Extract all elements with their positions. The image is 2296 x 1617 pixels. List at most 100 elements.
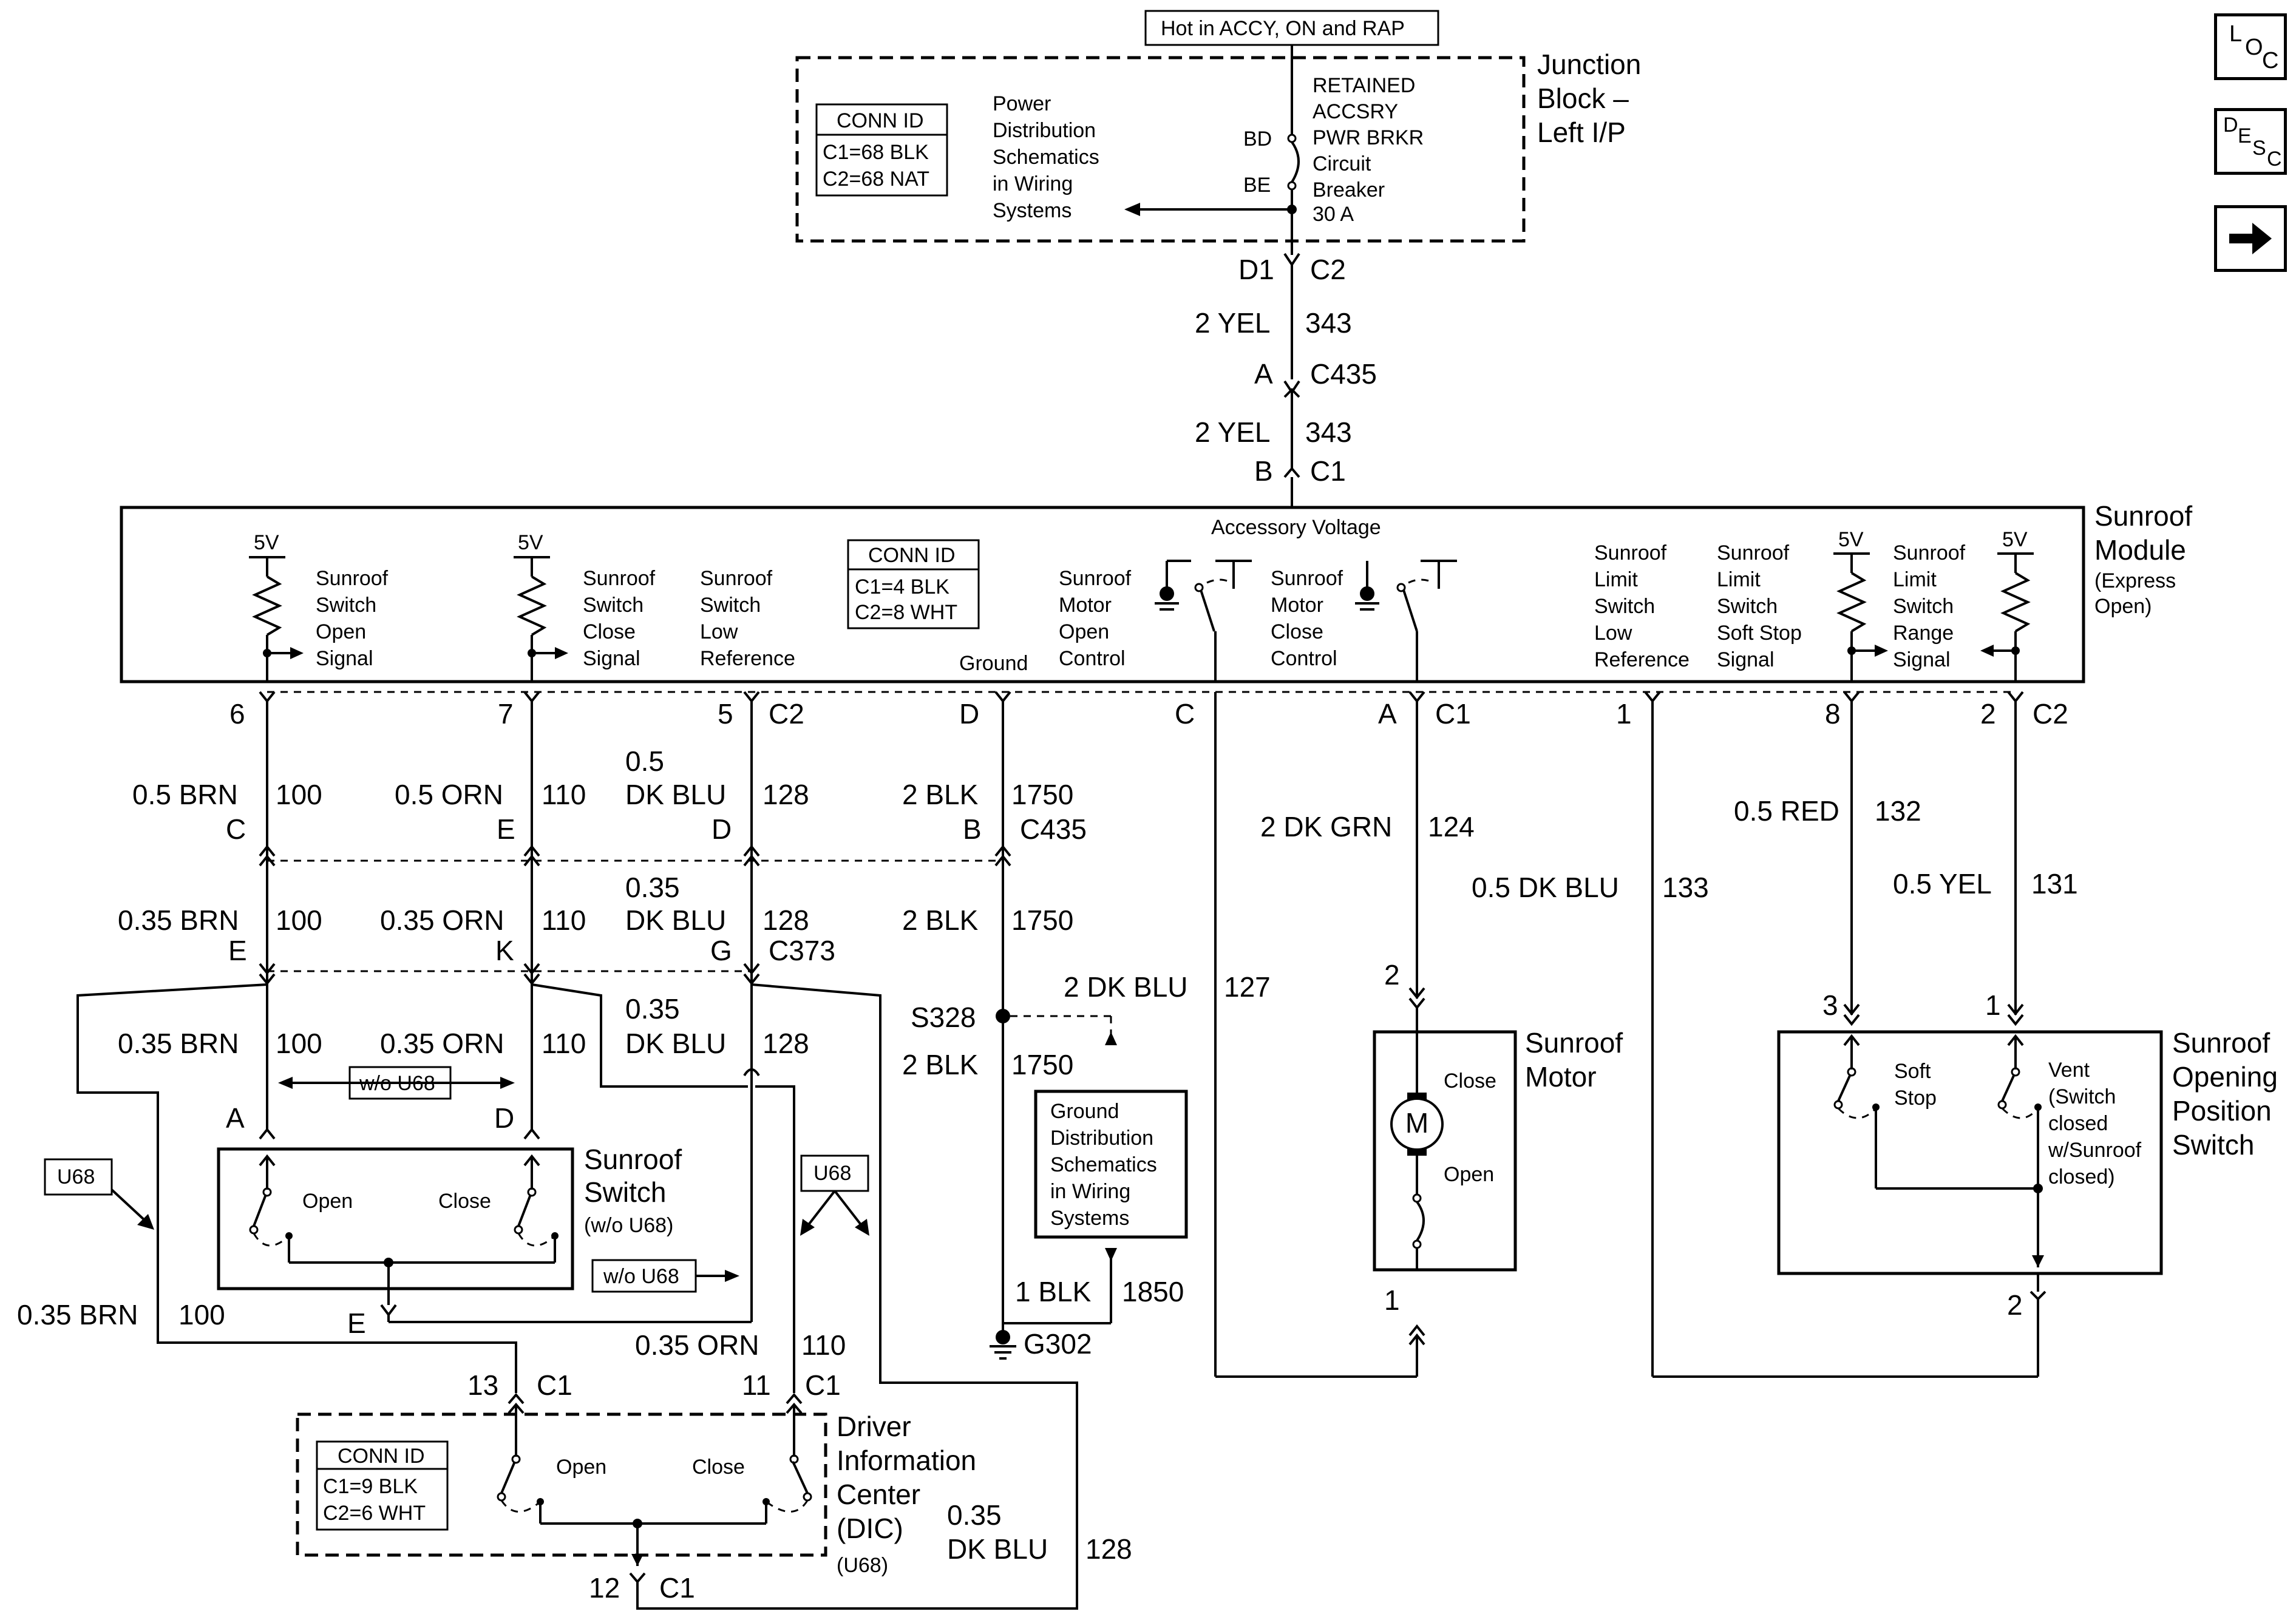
wire-label-131: 131 — [2031, 868, 2078, 900]
ground-g302-icon — [996, 1330, 1010, 1344]
pos-title-4: Switch — [2172, 1129, 2254, 1161]
signal-arrow-icon — [1875, 645, 1888, 657]
sunroof-module: Sunroof Module (Express Open) Accessory … — [120, 500, 2192, 683]
open-signal-4: Signal — [316, 647, 373, 670]
resistor-icon — [1836, 572, 1867, 632]
sunroof-motor-outline — [1373, 1030, 1517, 1272]
wire-label-128: 128 — [763, 779, 809, 810]
motor-close-2: Motor — [1271, 594, 1323, 617]
module-conn-id-c1: C1=4 BLK — [855, 575, 949, 598]
junction-title-2: Block – — [1537, 83, 1629, 114]
badge-arrow-icon — [855, 1219, 869, 1236]
ground-label: Ground — [959, 652, 1028, 675]
dic-conn-id-box — [316, 1440, 449, 1531]
module-title-1: Sunroof — [2094, 500, 2192, 532]
pin-be: BE — [1243, 174, 1271, 197]
conn-label-d2: D — [494, 1102, 514, 1134]
badge-wo-u68-a-text: w/o U68 — [359, 1072, 435, 1095]
badges: w/o U68 w/o U68 U68 U68 — [44, 1066, 869, 1293]
wire-label-red05: 0.5 RED — [1734, 795, 1839, 827]
wire-label-128-c: 128 — [763, 1028, 809, 1059]
junction-conn-id-c1: C1=68 BLK — [823, 141, 929, 164]
conn-c1-a: C1 — [1435, 698, 1471, 730]
next-button[interactable] — [2214, 205, 2287, 272]
soft-stop-4: Soft Stop — [1717, 622, 1802, 645]
conn-label-s3: 3 — [1822, 989, 1838, 1021]
loc-button[interactable]: L O C — [2214, 13, 2287, 80]
resistor-icon — [252, 575, 282, 636]
motor-close-4: Control — [1271, 647, 1337, 670]
motor-m-label: M — [1405, 1107, 1428, 1139]
accessory-voltage-label: Accessory Voltage — [1211, 516, 1381, 539]
vent-label-5: closed) — [2048, 1165, 2115, 1188]
low-ref-1: Sunroof — [700, 567, 773, 590]
dic-conn-id-c2: C2=6 WHT — [323, 1502, 426, 1525]
conn-label-c435: C435 — [1020, 813, 1087, 845]
gds-1: Ground — [1050, 1100, 1119, 1123]
junction-conn-id-c2: C2=68 NAT — [823, 168, 929, 191]
range-3: Switch — [1893, 595, 1954, 618]
pin-6: 6 — [229, 698, 245, 730]
switch-title-2: Switch — [584, 1176, 666, 1208]
soft-stop-5: Signal — [1717, 648, 1775, 671]
conn-c2-a: C2 — [769, 698, 804, 730]
pullup-soft-stop: 5V — [1833, 528, 1888, 683]
wire-label-100-b: 100 — [276, 904, 322, 936]
desc-letter-c: C — [2267, 147, 2282, 171]
close-signal-1: Sunroof — [583, 567, 656, 590]
breaker-element — [1291, 141, 1300, 183]
desc-letter-e: E — [2238, 124, 2252, 147]
pin-d: D — [959, 698, 979, 730]
vent-label-1: Vent — [2048, 1059, 2090, 1082]
badge-u68-a — [44, 1158, 113, 1196]
motor-title-1: Sunroof — [1525, 1027, 1623, 1059]
connector-c1-b-icon — [1283, 466, 1300, 478]
feed-wire-343: D1 C2 2 YEL 343 A C435 2 YEL 343 B C1 — [1195, 253, 1377, 507]
relay-open-control — [1155, 560, 1252, 683]
motor-close-1: Sunroof — [1271, 567, 1343, 590]
wire-label-yel05: 0.5 YEL — [1893, 868, 1992, 900]
breaker-terminal-be — [1287, 181, 1297, 191]
wire-labels: 0.5 BRN 100 0.5 ORN 110 0.5 DK BLU 128 2… — [17, 745, 2078, 1565]
limit-low-3: Switch — [1594, 595, 1655, 618]
wire-128-u68 — [636, 983, 1078, 1610]
resistor-icon — [517, 575, 547, 636]
dic-title-1: Driver — [837, 1411, 911, 1442]
wire-label-128-b: 128 — [763, 904, 809, 936]
wire-label-110-d: 110 — [801, 1329, 846, 1361]
pin-8: 8 — [1825, 698, 1841, 730]
pos-title-2: Opening — [2172, 1061, 2278, 1093]
soft-stop-2: Limit — [1717, 568, 1761, 591]
desc-button[interactable]: D E S C — [2214, 108, 2287, 175]
breaker-line-1: RETAINED — [1313, 74, 1415, 97]
pos-title-3: Position — [2172, 1095, 2272, 1127]
pds-line-1: Power — [993, 92, 1051, 115]
range-2: Limit — [1893, 568, 1937, 591]
pds-line-3: Schematics — [993, 146, 1099, 169]
wire-label-1750-b: 1750 — [1011, 904, 1073, 936]
pds-line-5: Systems — [993, 199, 1072, 222]
wire-label-brn035-d: 0.35 BRN — [17, 1299, 138, 1331]
wire-label-dkblu05-a: 0.5 — [625, 745, 664, 777]
wire-label-blk2-c: 2 BLK — [902, 1049, 979, 1080]
breaker-line-6: 30 A — [1313, 203, 1354, 226]
wire-label-127: 127 — [1224, 971, 1271, 1003]
wire-label-dkblu035-b: DK BLU — [625, 904, 726, 936]
module-conn-id-box — [847, 539, 980, 629]
breaker-line-4: Circuit — [1313, 152, 1371, 175]
dic-outline — [296, 1412, 827, 1557]
module-subtitle-2: Open) — [2094, 595, 2152, 618]
conn-c435: C435 — [1310, 358, 1377, 390]
wire-label-dkblu035-d2: DK BLU — [947, 1533, 1048, 1565]
conn-label-e: E — [497, 813, 515, 845]
wire-label-brn05: 0.5 BRN — [132, 779, 238, 810]
conn-c2: C2 — [1310, 254, 1346, 285]
module-conn-id-c2: C2=8 WHT — [855, 601, 957, 624]
conn-label-c1b: C1 — [805, 1369, 841, 1401]
breaker-line-2: ACCSRY — [1313, 100, 1398, 123]
module-pin-row: 6 7 5 C2 D C A C1 1 8 2 C2 — [229, 691, 2068, 730]
soft-stop-label-2: Stop — [1894, 1086, 1937, 1110]
wire-label-blk1: 1 BLK — [1015, 1276, 1092, 1307]
pin-7: 7 — [498, 698, 514, 730]
